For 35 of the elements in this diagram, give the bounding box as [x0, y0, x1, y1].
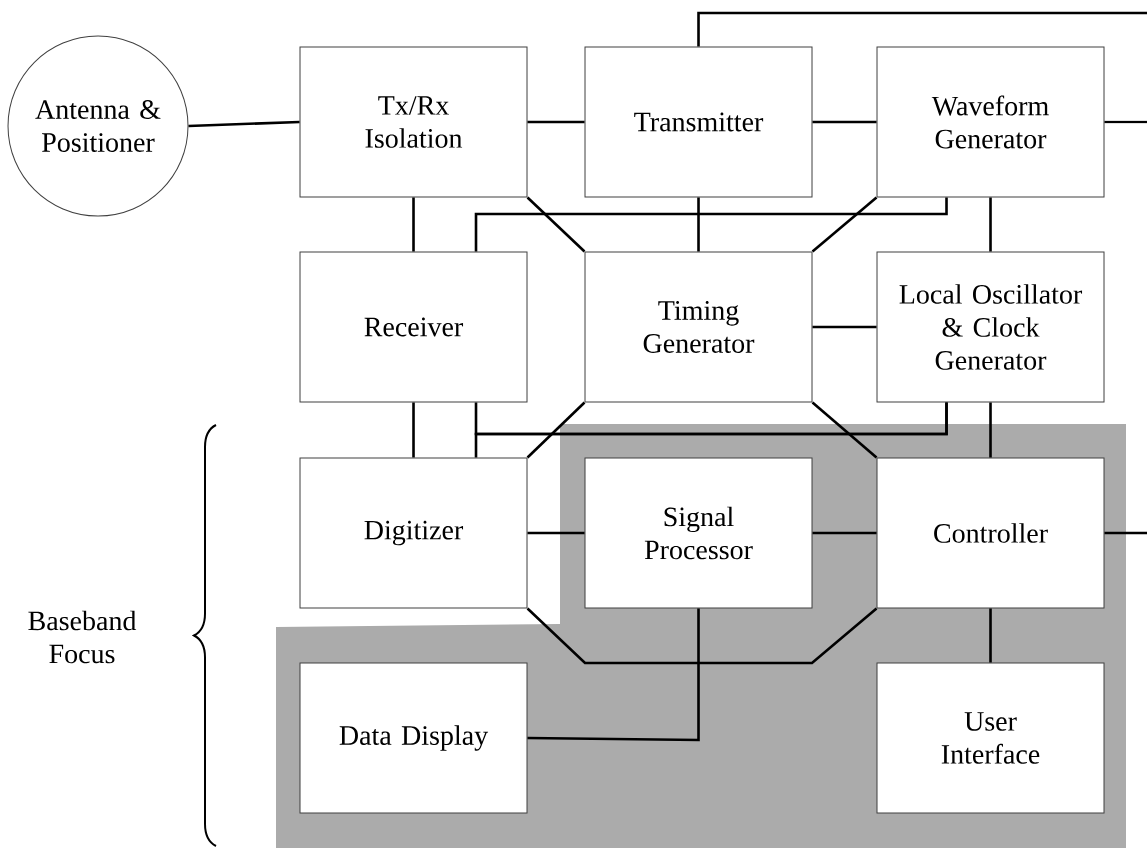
connector-line [812, 325, 877, 329]
block-box: Signal Processor [584, 457, 813, 609]
block-box: User Interface [876, 662, 1105, 814]
block-box: Tx/Rx Isolation [299, 46, 528, 198]
block-box: Timing Generator [584, 251, 813, 403]
connector-line [989, 402, 992, 458]
block-box: Local Oscillator & Clock Generator [876, 251, 1105, 403]
block-box: Receiver [299, 251, 528, 403]
connector-line [697, 11, 1147, 47]
connector-line [526, 401, 586, 459]
connector-line [526, 607, 878, 665]
connector-line [412, 197, 415, 252]
connector-line [527, 608, 700, 742]
block-box: Waveform Generator [876, 46, 1105, 198]
connector-line [811, 196, 878, 253]
connector-line [697, 197, 700, 252]
connector-line [1104, 120, 1147, 124]
connector-line [474, 402, 948, 458]
connector-line [812, 120, 877, 124]
connector-line [526, 196, 586, 253]
connector-line [989, 197, 992, 252]
block-box: Data Display [299, 662, 528, 814]
connector-line [412, 402, 415, 458]
connector-line [527, 120, 585, 124]
connector-line [1104, 531, 1147, 535]
connector-line [811, 401, 878, 459]
connector-line [812, 531, 877, 535]
connector-line [474, 197, 948, 252]
connector-line [527, 531, 585, 535]
block-box: Transmitter [584, 46, 813, 198]
connector-line [188, 120, 300, 128]
block-box: Digitizer [299, 457, 528, 609]
block-box: Controller [876, 457, 1105, 609]
connector-line [989, 608, 992, 663]
group-label: Baseband Focus [28, 610, 137, 664]
